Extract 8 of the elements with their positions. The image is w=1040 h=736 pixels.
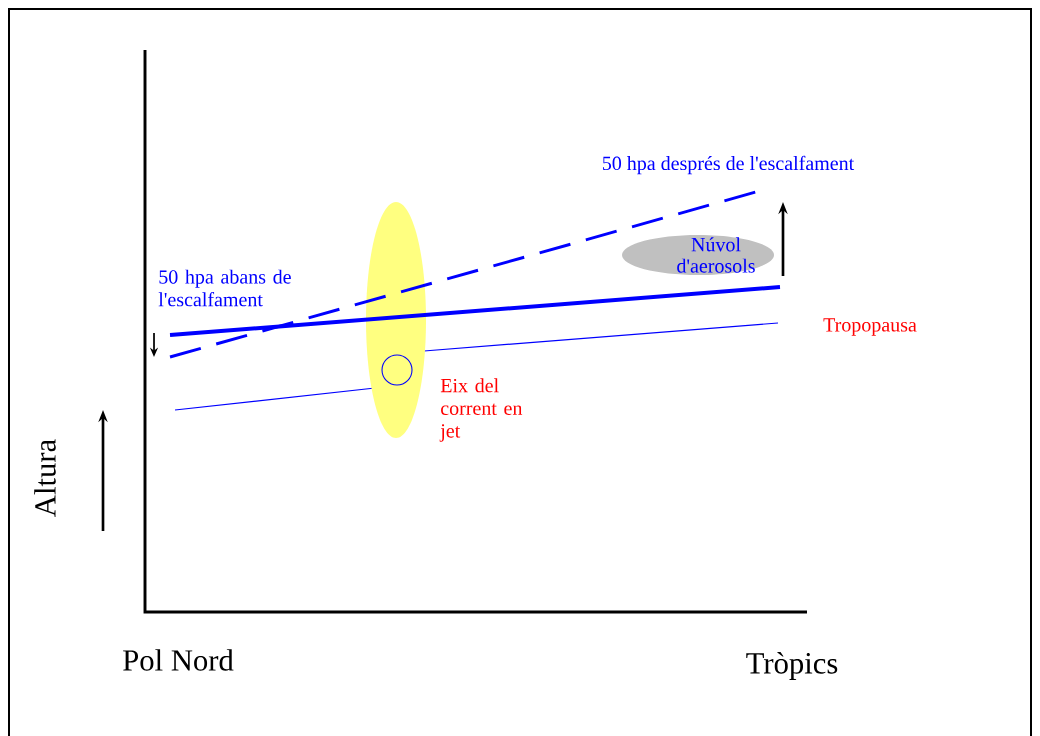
axis-label: Pol Nord xyxy=(123,649,234,671)
jet-label: Eix del corrent en jet xyxy=(439,378,523,442)
curve-label: 50 hpa abans de l'escalfament xyxy=(158,269,291,307)
aerosol-cloud: Núvol d'aerosols xyxy=(622,235,774,275)
curve-label: Tropopausa xyxy=(823,318,917,336)
axis-label: Altura xyxy=(34,439,56,517)
curve-label: 50 hpa després de l'escalfament xyxy=(603,155,855,175)
axis-label: Tròpics xyxy=(746,652,838,680)
